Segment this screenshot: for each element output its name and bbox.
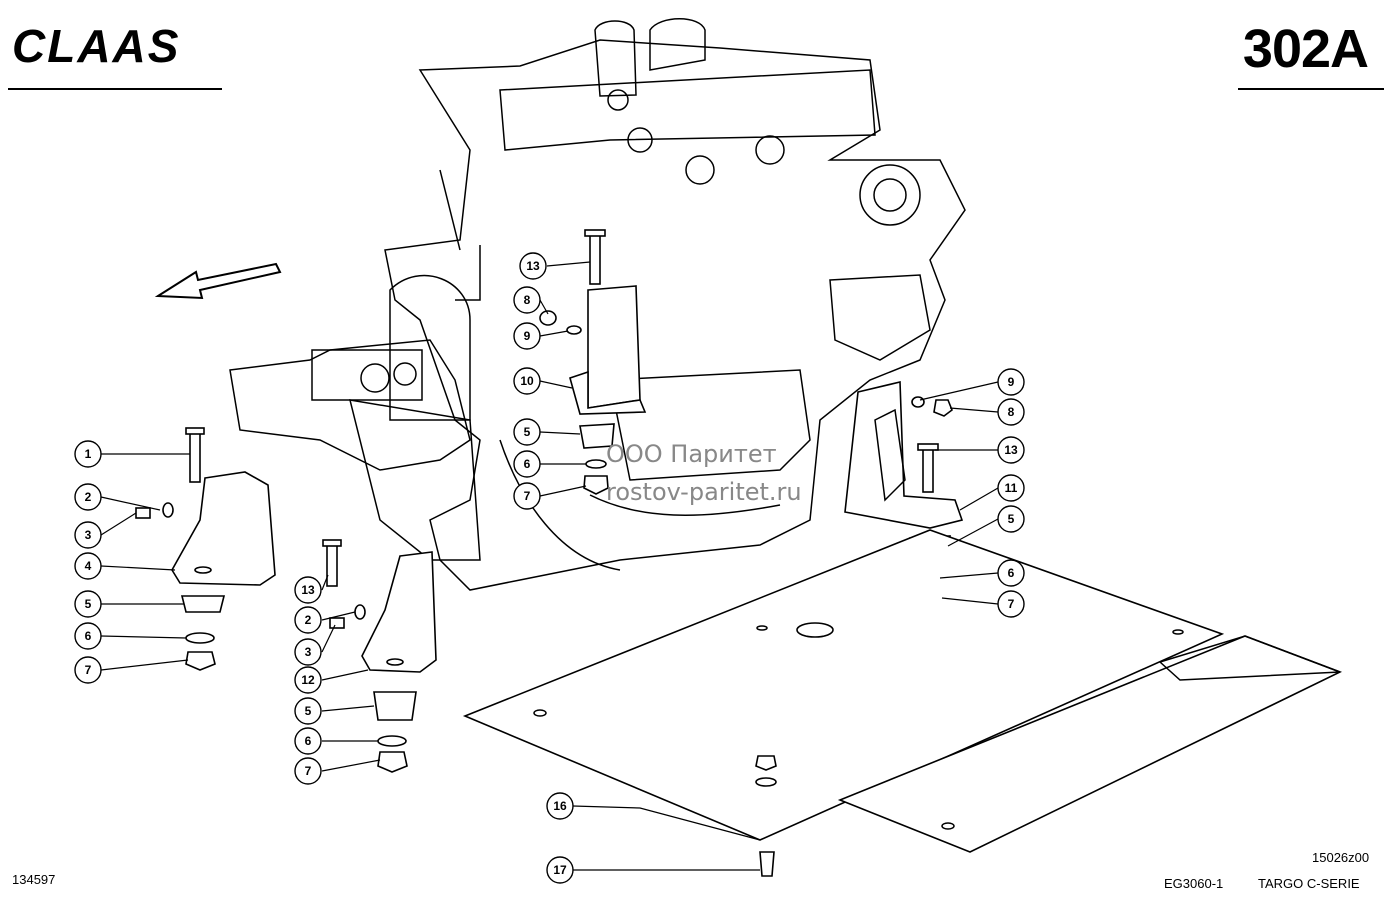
svg-text:2: 2 <box>305 613 312 627</box>
svg-text:7: 7 <box>305 764 312 778</box>
center-bracket-assembly <box>539 229 647 495</box>
callout-3: 3 <box>294 638 322 666</box>
callout-6: 6 <box>513 450 541 478</box>
series-name: TARGO C-SERIE <box>1258 876 1360 891</box>
callout-13: 13 <box>294 576 322 604</box>
svg-text:8: 8 <box>1008 405 1015 419</box>
callout-13: 13 <box>997 436 1025 464</box>
left-rear-mount-assembly <box>322 539 437 773</box>
svg-text:1: 1 <box>85 447 92 461</box>
callout-2: 2 <box>294 606 322 634</box>
callout-7: 7 <box>513 482 541 510</box>
svg-text:6: 6 <box>1008 566 1015 580</box>
svg-text:3: 3 <box>305 645 312 659</box>
callout-4: 4 <box>74 552 102 580</box>
callout-2: 2 <box>74 483 102 511</box>
callout-5: 5 <box>997 505 1025 533</box>
svg-text:5: 5 <box>524 425 531 439</box>
callout-7: 7 <box>74 656 102 684</box>
callout-5: 5 <box>74 590 102 618</box>
callout-3: 3 <box>74 521 102 549</box>
svg-text:17: 17 <box>553 863 567 877</box>
watermark-site: rostov-paritet.ru <box>606 478 802 506</box>
callout-1: 1 <box>74 440 102 468</box>
svg-text:10: 10 <box>520 374 534 388</box>
engine-block <box>229 18 966 591</box>
callout-8: 8 <box>997 398 1025 426</box>
callout-16: 16 <box>546 792 574 820</box>
watermark-company: ООО Паритет <box>606 440 777 468</box>
callout-12: 12 <box>294 666 322 694</box>
svg-text:6: 6 <box>305 734 312 748</box>
svg-text:13: 13 <box>1004 443 1018 457</box>
callout-9: 9 <box>513 322 541 350</box>
callout-5: 5 <box>294 697 322 725</box>
svg-text:5: 5 <box>305 704 312 718</box>
callout-10: 10 <box>513 367 541 395</box>
svg-text:16: 16 <box>553 799 567 813</box>
callout-11: 11 <box>997 474 1025 502</box>
svg-text:11: 11 <box>1005 481 1018 495</box>
callout-8: 8 <box>513 286 541 314</box>
header-rule-left <box>8 88 222 90</box>
sheet-number: 302A <box>1242 19 1369 79</box>
direction-arrow-icon <box>154 262 282 300</box>
svg-text:7: 7 <box>524 489 531 503</box>
left-front-mount-assembly <box>135 427 276 671</box>
callout-17: 17 <box>546 856 574 884</box>
callout-13: 13 <box>519 252 547 280</box>
svg-text:4: 4 <box>85 559 92 573</box>
callout-9: 9 <box>997 368 1025 396</box>
svg-text:2: 2 <box>85 490 92 504</box>
svg-text:12: 12 <box>301 673 315 687</box>
svg-text:CLAAS: CLAAS <box>12 22 180 70</box>
svg-text:13: 13 <box>526 259 540 273</box>
svg-text:6: 6 <box>524 457 531 471</box>
group-code: EG3060-1 <box>1164 876 1224 891</box>
header-rule-right <box>1238 88 1384 90</box>
callout-7: 7 <box>294 757 322 785</box>
callout-6: 6 <box>294 727 322 755</box>
callout-6: 6 <box>74 622 102 650</box>
svg-text:9: 9 <box>524 329 531 343</box>
svg-text:6: 6 <box>85 629 92 643</box>
callout-7: 7 <box>997 590 1025 618</box>
floor-plate-assembly <box>462 529 1343 877</box>
svg-text:7: 7 <box>85 663 92 677</box>
svg-text:9: 9 <box>1008 375 1015 389</box>
callout-6: 6 <box>997 559 1025 587</box>
svg-text:8: 8 <box>524 293 531 307</box>
svg-text:5: 5 <box>1008 512 1015 526</box>
callout-5: 5 <box>513 418 541 446</box>
svg-text:7: 7 <box>1008 597 1015 611</box>
drawing-id: 134597 <box>12 872 56 887</box>
svg-text:3: 3 <box>85 528 92 542</box>
svg-text:13: 13 <box>301 583 315 597</box>
svg-text:5: 5 <box>85 597 92 611</box>
leader-lines <box>100 261 999 871</box>
claas-logo: CLAAS <box>12 22 180 70</box>
figure-reference: 15026z00 <box>1312 850 1370 865</box>
